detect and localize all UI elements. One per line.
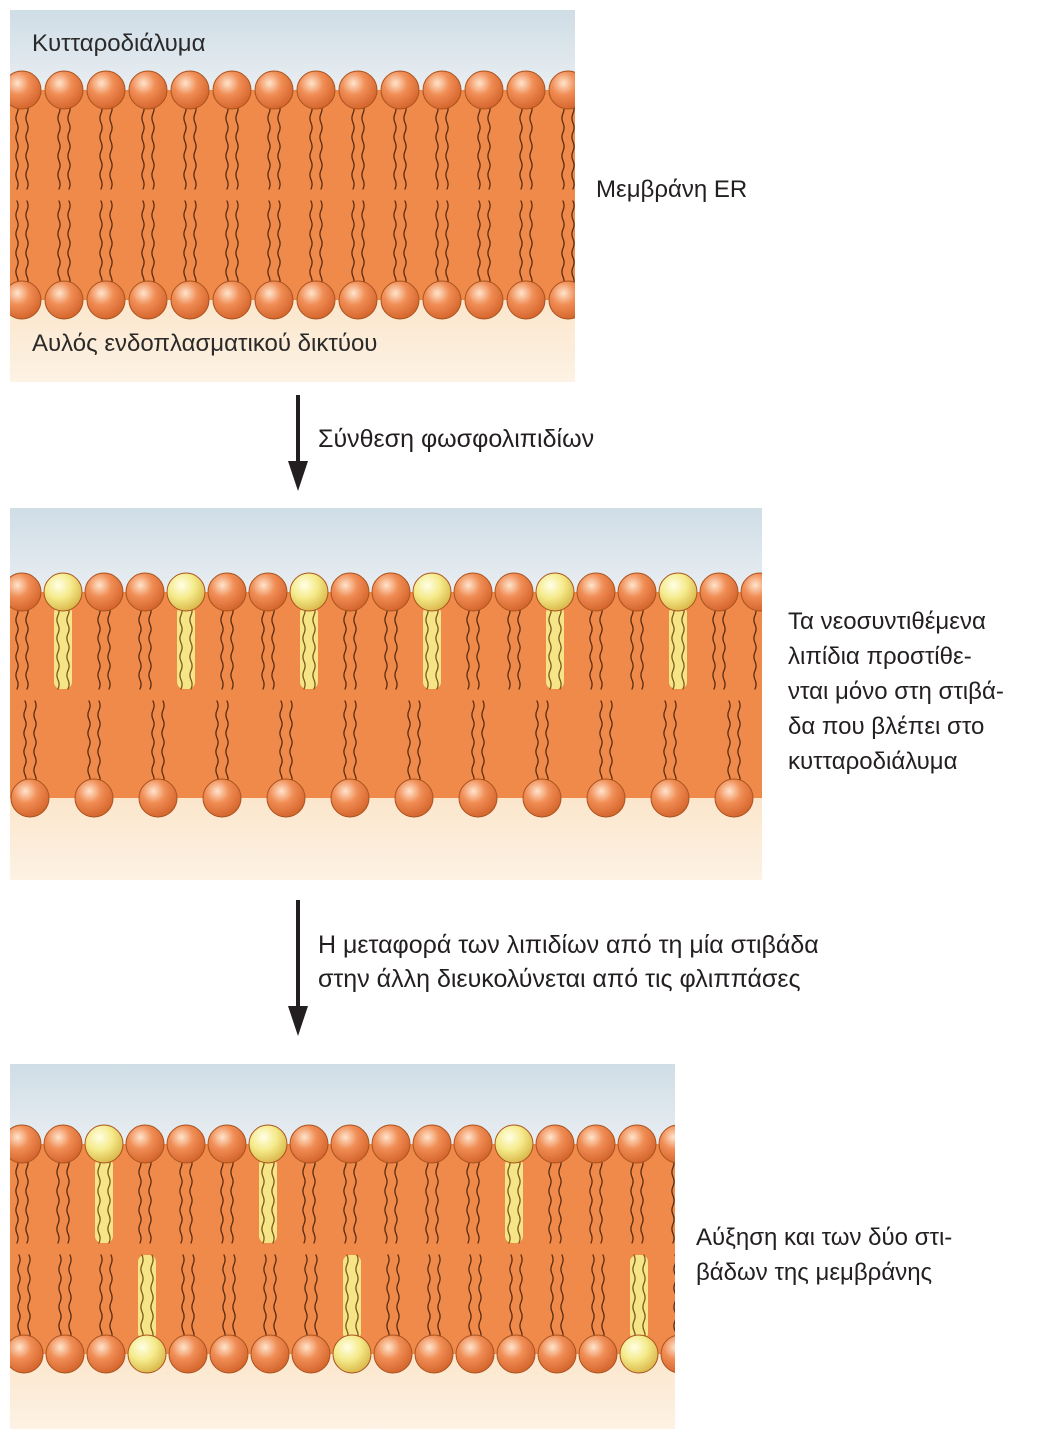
text-line: κυτταροδιάλυμα (788, 744, 1004, 779)
text-line: βάδων της μεμβράνης (696, 1255, 952, 1290)
growth-description: Αύξηση και των δύο στι- βάδων της μεμβρά… (696, 1220, 952, 1290)
text-line: στην άλλη διευκολύνεται από τις φλιππάσε… (318, 962, 819, 996)
panel-new-lipids-cytosolic-leaflet (10, 508, 762, 880)
er-membrane-label: Μεμβράνη ER (596, 172, 747, 207)
membrane-bilayer-diagram (10, 508, 762, 880)
down-arrow-icon (283, 395, 313, 495)
membrane-bilayer-diagram (10, 10, 575, 382)
panel-er-membrane: Κυτταροδιάλυμα Αυλός ενδοπλασματικού δικ… (10, 10, 575, 382)
cytosol-label: Κυτταροδιάλυμα (32, 30, 205, 58)
down-arrow-icon (283, 900, 313, 1040)
text-line: δα που βλέπει στο (788, 709, 1004, 744)
text-line: Η μεταφορά των λιπιδίων από τη μία στιβά… (318, 928, 819, 962)
lumen-region (10, 798, 762, 880)
new-lipids-description: Τα νεοσυντιθέμενα λιπίδια προστίθε- νται… (788, 604, 1004, 779)
text-line: Τα νεοσυντιθέμενα (788, 604, 1004, 639)
panel-both-leaflets-grow (10, 1064, 675, 1429)
membrane-bilayer-diagram (10, 1064, 675, 1429)
step-label-synthesis: Σύνθεση φωσφολιπιδίων (318, 422, 594, 456)
text-line: Αύξηση και των δύο στι- (696, 1220, 952, 1255)
text-line: λιπίδια προστίθε- (788, 639, 1004, 674)
lumen-label: Αυλός ενδοπλασματικού δικτύου (32, 330, 377, 358)
membrane-core (10, 90, 575, 300)
step-label-flippase: Η μεταφορά των λιπιδίων από τη μία στιβά… (318, 928, 819, 996)
text-line: νται μόνο στη στιβά- (788, 674, 1004, 709)
